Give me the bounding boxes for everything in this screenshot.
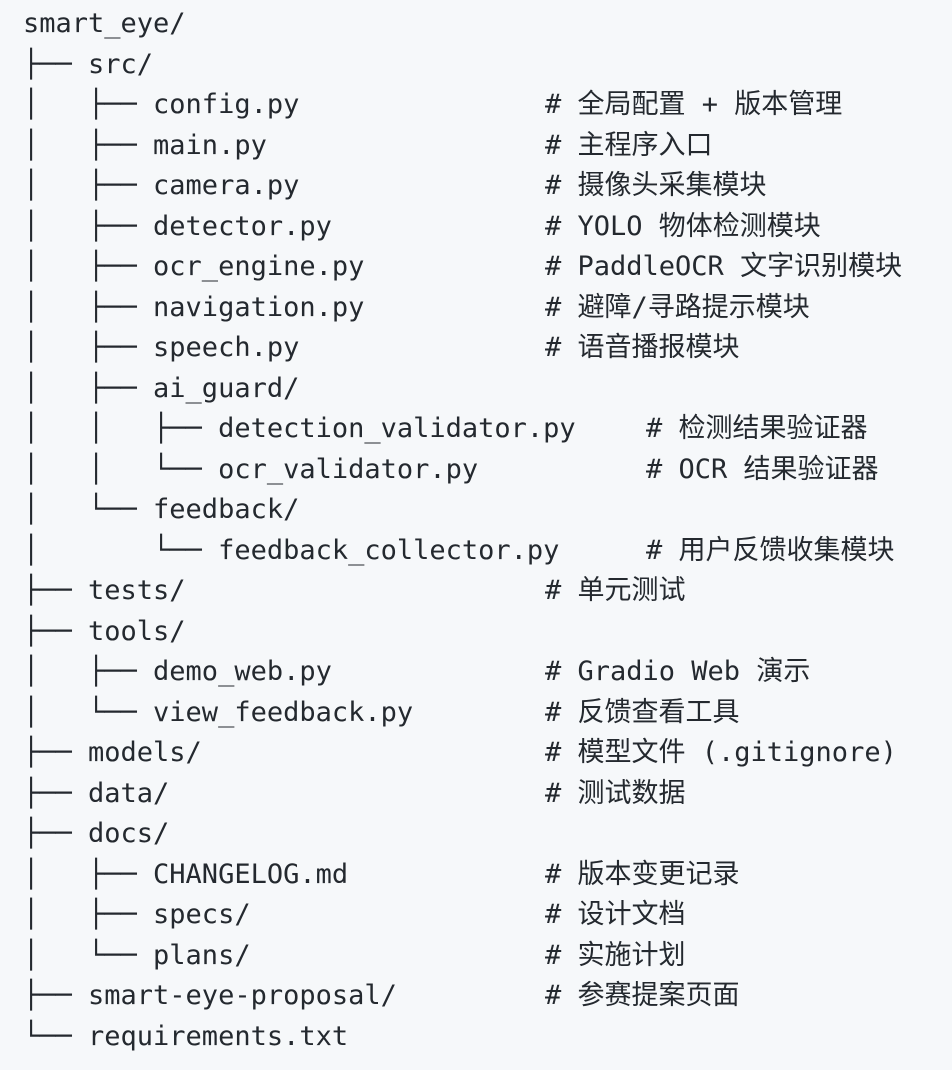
tree-line: ├── docs/	[23, 818, 170, 849]
tree-line: ├── tools/	[23, 616, 186, 647]
tree-comment: # PaddleOCR 文字识别模块	[545, 251, 903, 282]
tree-line: │ ├── ai_guard/	[23, 373, 300, 404]
tree-line: │ ├── config.py	[23, 89, 300, 120]
tree-line: │ └── plans/	[23, 940, 251, 971]
tree-comment: # 测试数据	[545, 778, 686, 809]
tree-line: │ ├── main.py	[23, 130, 267, 161]
tree-comment: # 检测结果验证器	[646, 413, 868, 444]
tree-comment: # 避障/寻路提示模块	[545, 292, 810, 323]
tree-line: │ └── feedback/	[23, 494, 300, 525]
tree-line: smart_eye/	[23, 8, 186, 39]
tree-line: ├── src/	[23, 49, 154, 80]
tree-line: │ │ ├── detection_validator.py	[23, 413, 576, 444]
tree-comment: # 设计文档	[545, 899, 686, 930]
tree-comment: # 参赛提案页面	[545, 980, 740, 1011]
tree-comment: # Gradio Web 演示	[545, 656, 811, 687]
tree-line: │ ├── ocr_engine.py	[23, 251, 365, 282]
tree-comment: # 全局配置 + 版本管理	[545, 89, 843, 120]
tree-line: │ ├── camera.py	[23, 170, 300, 201]
tree-line: ├── models/	[23, 737, 202, 768]
tree-comment: # 实施计划	[545, 940, 686, 971]
tree-comment: # 语音播报模块	[545, 332, 740, 363]
tree-line: │ ├── specs/	[23, 899, 251, 930]
tree-line: │ │ └── ocr_validator.py	[23, 454, 479, 485]
tree-line: │ ├── detector.py	[23, 211, 332, 242]
tree-comment: # 主程序入口	[545, 130, 713, 161]
tree-line: │ └── feedback_collector.py	[23, 535, 560, 566]
tree-line: ├── data/	[23, 778, 170, 809]
tree-comment: # YOLO 物体检测模块	[545, 211, 821, 242]
tree-comment: # 反馈查看工具	[545, 697, 740, 728]
tree-line: │ ├── demo_web.py	[23, 656, 332, 687]
tree-comment: # 用户反馈收集模块	[646, 535, 895, 566]
tree-comment: # 单元测试	[545, 575, 686, 606]
tree-line: │ ├── speech.py	[23, 332, 300, 363]
tree-line: └── requirements.txt	[23, 1021, 349, 1052]
tree-comment: # OCR 结果验证器	[646, 454, 879, 485]
tree-line: │ ├── CHANGELOG.md	[23, 859, 349, 890]
tree-line: │ └── view_feedback.py	[23, 697, 414, 728]
tree-line: │ ├── navigation.py	[23, 292, 365, 323]
tree-comment: # 模型文件 (.gitignore)	[545, 737, 897, 768]
tree-comment: # 版本变更记录	[545, 859, 740, 890]
tree-comment: # 摄像头采集模块	[545, 170, 767, 201]
tree-line: ├── smart-eye-proposal/	[23, 980, 397, 1011]
tree-line: ├── tests/	[23, 575, 186, 606]
